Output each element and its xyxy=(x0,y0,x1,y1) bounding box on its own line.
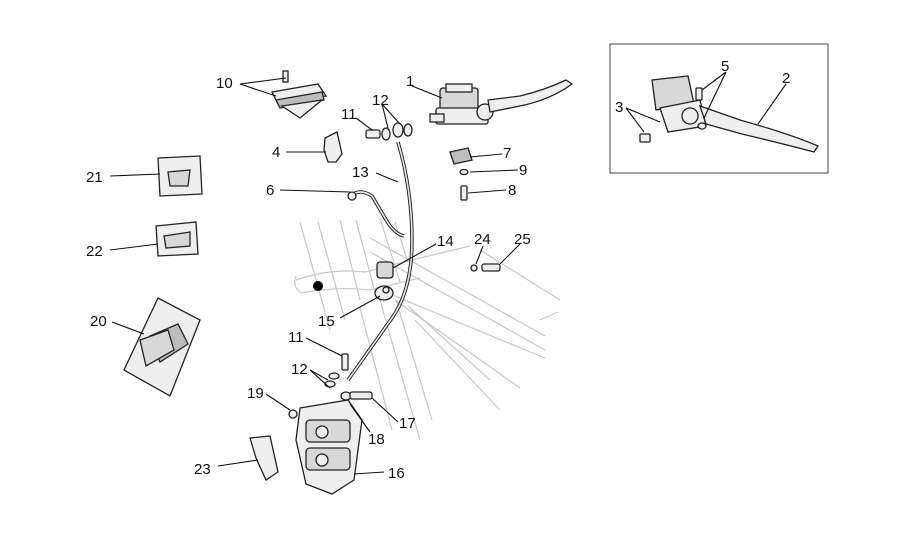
brake-lever xyxy=(487,79,574,113)
inset-master-cylinder-2 xyxy=(639,75,819,153)
lower-banjo-set xyxy=(288,353,373,419)
callout-17: 17 xyxy=(399,415,416,432)
callout-7: 7 xyxy=(503,145,511,162)
callout-20: 20 xyxy=(90,313,107,330)
callout-12-lower: 12 xyxy=(291,361,308,378)
callout-18: 18 xyxy=(368,431,385,448)
callout-22: 22 xyxy=(86,243,103,260)
callout-19: 19 xyxy=(247,385,264,402)
callout-3: 3 xyxy=(615,99,623,116)
leader-lines xyxy=(109,71,787,475)
stop-switch-7-9-8 xyxy=(449,147,473,201)
motorcycle-frame-outline xyxy=(294,217,561,441)
dust-boot xyxy=(323,131,343,163)
callout-15: 15 xyxy=(318,313,335,330)
callout-11-upper: 11 xyxy=(341,106,357,123)
callout-21: 21 xyxy=(86,169,103,186)
callout-24: 24 xyxy=(474,231,491,248)
hose-guide-14-15 xyxy=(374,261,394,301)
callout-16: 16 xyxy=(388,465,405,482)
callout-10: 10 xyxy=(216,75,233,92)
inset-panel xyxy=(609,43,829,174)
callout-12-upper: 12 xyxy=(372,92,389,109)
callout-1: 1 xyxy=(406,73,414,90)
callout-4: 4 xyxy=(272,144,280,161)
callout-8: 8 xyxy=(508,182,516,199)
washer-24 xyxy=(470,264,478,272)
screw-25 xyxy=(481,263,501,272)
pad-spring-23 xyxy=(249,435,279,481)
brake-caliper-16 xyxy=(295,399,363,495)
callout-labels: 10 1 11 12 4 6 13 7 9 8 14 24 25 15 21 2… xyxy=(86,58,790,482)
callout-23: 23 xyxy=(194,461,211,478)
upper-banjo-bolt-set xyxy=(365,122,413,141)
callout-25: 25 xyxy=(514,231,531,248)
callout-6: 6 xyxy=(266,182,274,199)
reservoir-cap xyxy=(445,83,473,93)
reservoir-cap-assembly xyxy=(271,70,328,119)
callout-11-lower: 11 xyxy=(288,329,304,346)
callout-2: 2 xyxy=(782,70,790,87)
callout-13: 13 xyxy=(352,164,369,181)
callout-5: 5 xyxy=(721,58,729,75)
master-cylinder-assembly xyxy=(429,79,574,125)
callout-9: 9 xyxy=(519,162,527,179)
callout-14: 14 xyxy=(437,233,454,250)
